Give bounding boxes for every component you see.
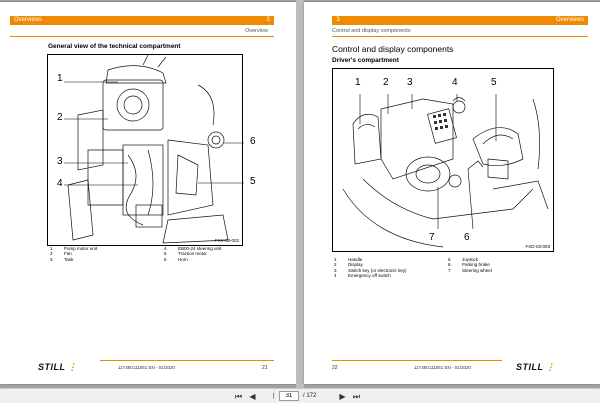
technical-compartment-drawing xyxy=(64,54,244,244)
page-right: 3 Overviews Control and display componen… xyxy=(304,2,600,384)
footer-divider xyxy=(100,360,274,361)
previous-page-icon[interactable]: ◀ xyxy=(249,392,256,401)
callout-5: 5 xyxy=(250,176,256,187)
technical-compartment-figure: FXV-03-002 xyxy=(47,54,244,246)
footer-divider xyxy=(332,360,502,361)
callout-1: 1 xyxy=(57,73,63,84)
header-divider xyxy=(10,36,274,37)
page-left: Overviews 3 Overview General view of the… xyxy=(0,2,296,384)
page-indicator-prefix: | xyxy=(273,393,275,399)
header-tab-label: Overviews xyxy=(555,17,584,23)
callout-4: 4 xyxy=(57,178,63,189)
callout-6: 6 xyxy=(464,232,470,243)
page-total: / 172 xyxy=(303,393,317,399)
callout-3: 3 xyxy=(57,156,63,167)
chapter-number: 3 xyxy=(262,16,274,25)
callout-3: 3 xyxy=(407,77,413,88)
header-subtitle: Overview xyxy=(245,28,268,34)
figure-id: FXV-03-002 xyxy=(214,238,239,243)
header-bar: Overviews xyxy=(10,16,268,25)
page-number: 22 xyxy=(332,365,338,371)
section-title: Driver's compartment xyxy=(332,57,399,64)
page-title: Control and display components xyxy=(332,44,454,54)
callout-2: 2 xyxy=(57,112,63,123)
still-logo: STILL ⋮ xyxy=(38,362,78,372)
callout-1: 1 xyxy=(355,77,361,88)
still-logo: STILL ⋮ xyxy=(516,362,556,372)
footer-doc-number: 11T480111551 EN - 01/2020 xyxy=(118,365,176,370)
figure-id: FXD-03-003 xyxy=(525,244,550,249)
header-tab-label: Overviews xyxy=(14,17,43,23)
current-page-input[interactable] xyxy=(279,391,299,401)
drivers-compartment-drawing xyxy=(342,94,549,248)
callout-6: 6 xyxy=(250,136,256,147)
callout-7: 7 xyxy=(429,232,435,243)
first-page-icon[interactable]: ⏮ xyxy=(234,392,243,401)
drivers-compartment-figure: FXD-03-003 xyxy=(332,68,554,252)
last-page-icon[interactable]: ⏭ xyxy=(352,392,361,401)
header-divider xyxy=(332,36,588,37)
header-bar: Overviews xyxy=(344,16,588,25)
section-title: General view of the technical compartmen… xyxy=(48,43,181,50)
page-gutter xyxy=(296,0,304,388)
callout-2: 2 xyxy=(383,77,389,88)
next-page-icon[interactable]: ▶ xyxy=(339,392,346,401)
header-subtitle: Control and display components xyxy=(332,28,411,34)
callout-4: 4 xyxy=(452,77,458,88)
footer-doc-number: 11T480111551 EN - 01/2020 xyxy=(414,365,472,370)
page-navigation-toolbar: ⏮ ◀ | / 172 ▶ ⏭ xyxy=(0,388,600,403)
callout-5: 5 xyxy=(491,77,497,88)
page-number: 21 xyxy=(262,365,268,371)
chapter-number: 3 xyxy=(332,16,344,25)
